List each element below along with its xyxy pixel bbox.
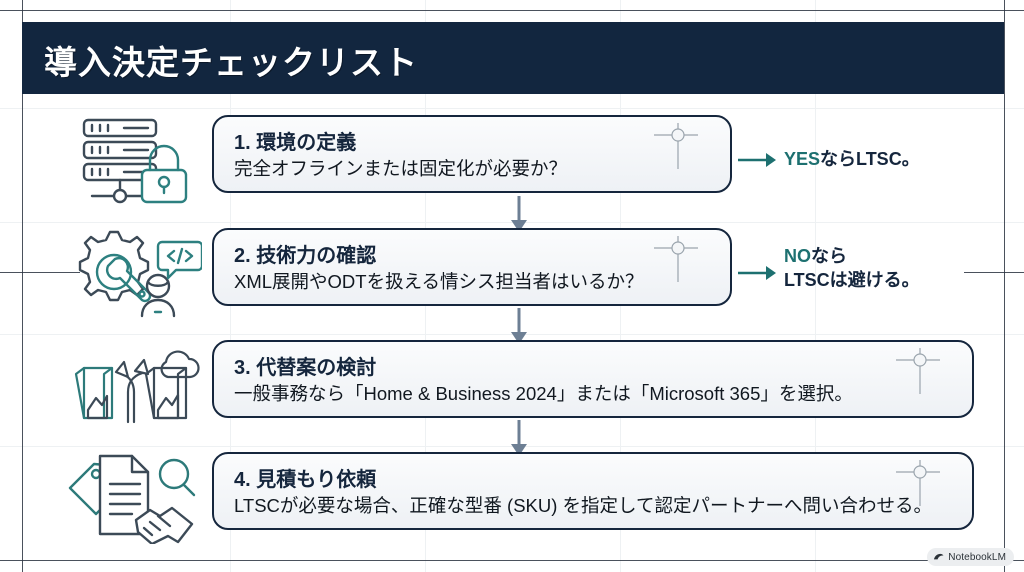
note-yes-line-1: YESならLTSC。 bbox=[784, 147, 920, 171]
watermark-label: NotebookLM bbox=[948, 551, 1006, 563]
page-title: 導入決定チェックリスト bbox=[44, 44, 418, 81]
note-no-line-1: NOなら bbox=[784, 244, 920, 268]
note-no-line-2: LTSCは避ける。 bbox=[784, 270, 920, 291]
connector-arrow-down-2 bbox=[511, 308, 527, 344]
frame-line-right bbox=[1004, 0, 1006, 572]
connector-arrow-down-1 bbox=[511, 196, 527, 232]
note-yes-accent: YES bbox=[784, 149, 821, 169]
notebooklm-logo-icon bbox=[934, 553, 944, 559]
grid-line-horizontal bbox=[0, 222, 1024, 223]
step-card-4[interactable]: 4. 見積もり依頼 LTSCが必要な場合、正確な型番 (SKU) を指定して認定… bbox=[212, 452, 974, 530]
server-lock-icon bbox=[62, 112, 202, 208]
step-card-1-subtitle: 完全オフラインまたは固定化が必要か？ bbox=[234, 158, 568, 179]
grid-line-horizontal bbox=[0, 334, 1024, 335]
note-no-accent: NO bbox=[784, 246, 811, 266]
software-boxes-cloud-branch-icon bbox=[62, 336, 202, 432]
grid-line-horizontal bbox=[0, 446, 1024, 447]
gear-wrench-developer-icon bbox=[62, 224, 202, 320]
step-card-2[interactable]: 2. 技術力の確認 XML展開やODTを扱える情シス担当者はいるか？ bbox=[212, 228, 732, 306]
price-tag-document-handshake-icon bbox=[62, 448, 202, 544]
frame-line-margin-mid-right bbox=[964, 272, 1024, 274]
step-card-4-subtitle: LTSCが必要な場合、正確な型番 (SKU) を指定して認定パートナーへ問い合わ… bbox=[234, 495, 933, 516]
step-card-1[interactable]: 1. 環境の定義 完全オフラインまたは固定化が必要か？ bbox=[212, 115, 732, 193]
registration-mark-icon bbox=[896, 348, 940, 394]
registration-mark-icon bbox=[654, 236, 698, 282]
note-yes: YESならLTSC。 bbox=[784, 147, 920, 171]
connector-arrow-right-2 bbox=[738, 266, 776, 280]
notebooklm-watermark: NotebookLM bbox=[927, 548, 1014, 566]
grid-line-horizontal bbox=[0, 108, 1024, 109]
step-card-3[interactable]: 3. 代替案の検討 一般事務なら「Home & Business 2024」また… bbox=[212, 340, 974, 418]
step-card-3-title: 3. 代替案の検討 bbox=[234, 357, 377, 379]
frame-line-top bbox=[0, 10, 1024, 12]
registration-mark-icon bbox=[896, 460, 940, 506]
step-card-3-subtitle: 一般事務なら「Home & Business 2024」または「Microsof… bbox=[234, 383, 853, 404]
frame-line-margin-mid bbox=[0, 272, 80, 274]
title-banner: 導入決定チェックリスト bbox=[22, 22, 1004, 94]
note-yes-rest: ならLTSC。 bbox=[820, 149, 920, 169]
step-card-1-title: 1. 環境の定義 bbox=[234, 132, 357, 154]
step-card-4-title: 4. 見積もり依頼 bbox=[234, 469, 377, 491]
connector-arrow-right-1 bbox=[738, 153, 776, 167]
frame-line-left bbox=[22, 0, 24, 572]
step-card-2-subtitle: XML展開やODTを扱える情シス担当者はいるか？ bbox=[234, 271, 644, 292]
frame-line-bottom bbox=[0, 560, 1024, 562]
step-card-2-title: 2. 技術力の確認 bbox=[234, 245, 377, 267]
registration-mark-icon bbox=[654, 123, 698, 169]
note-no: NOなら LTSCは避ける。 bbox=[784, 244, 920, 293]
note-no-rest: なら bbox=[811, 246, 847, 266]
connector-arrow-down-3 bbox=[511, 420, 527, 456]
grid-line-vertical bbox=[815, 0, 816, 572]
